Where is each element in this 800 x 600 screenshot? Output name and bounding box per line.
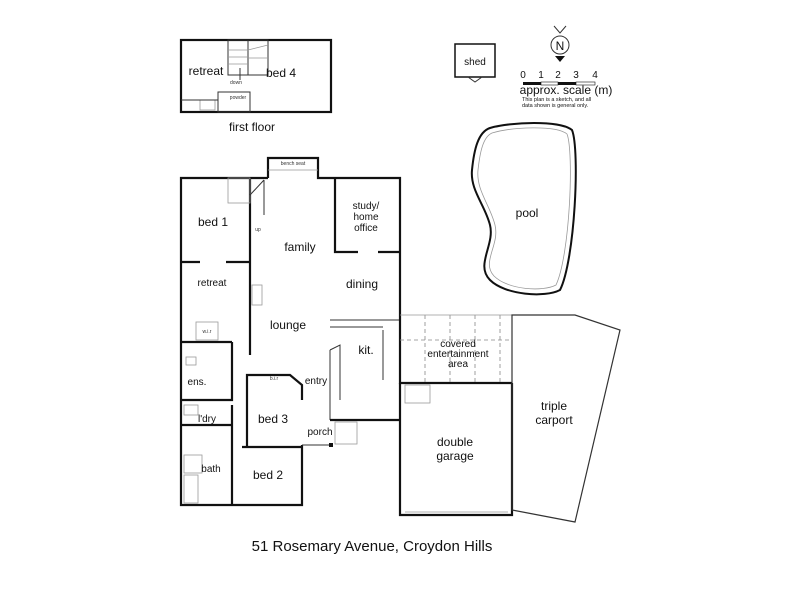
room-label-study-2: home <box>353 212 378 223</box>
room-label-dining: dining <box>346 277 378 291</box>
north-arrow-icon <box>550 35 570 55</box>
property-address: 51 Rosemary Avenue, Croydon Hills <box>252 538 493 555</box>
ground-floor-plan <box>179 156 621 523</box>
shed-label: shed <box>464 57 486 68</box>
room-label-study-1: study/ <box>353 201 380 212</box>
room-label-ensuite: ens. <box>188 377 207 388</box>
room-label-entry: entry <box>305 376 327 387</box>
room-label-porch: porch <box>307 427 332 438</box>
shed: shed <box>454 43 496 83</box>
scale-label: approx. scale (m) <box>520 83 613 97</box>
room-label-laundry: l'dry <box>198 414 216 425</box>
room-label-lounge: lounge <box>270 318 306 332</box>
label-bir: b.i.r <box>270 376 279 382</box>
room-label-garage-1: double <box>437 435 473 449</box>
room-label-covered-1: covered <box>440 339 476 350</box>
scale-tick: 2 <box>555 70 561 81</box>
room-label-family: family <box>284 240 315 254</box>
first-floor-title: first floor <box>229 120 275 134</box>
disclaimer-line1: This plan is a sketch, and all <box>522 97 591 103</box>
room-label-powder: powder <box>230 95 247 101</box>
scale-tick: 4 <box>592 70 598 81</box>
room-label-retreat: retreat <box>198 278 227 289</box>
room-label-covered-3: area <box>448 359 468 370</box>
room-label-bath: bath <box>201 464 220 475</box>
room-label-study-3: office <box>354 223 378 234</box>
stair-label-up: up <box>255 227 261 233</box>
room-label-garage-2: garage <box>436 449 474 463</box>
stair-label-down: down <box>230 80 242 86</box>
scale-tick: 3 <box>573 70 579 81</box>
room-label-retreat-upstairs: retreat <box>189 64 224 78</box>
scale-tick: 1 <box>538 70 544 81</box>
label-wir: w.i.r <box>203 329 212 335</box>
room-label-carport-2: carport <box>535 413 573 427</box>
pool-label: pool <box>516 206 539 220</box>
room-label-bed3: bed 3 <box>258 412 288 426</box>
first-floor-plan: retreat bed 4 down powder first floor <box>179 38 333 134</box>
north-label: N <box>556 39 565 53</box>
legend: N 0 1 2 3 4 approx. scale (m) This plan … <box>520 25 613 109</box>
pool: pool <box>470 122 577 296</box>
room-label-bed2: bed 2 <box>253 468 283 482</box>
disclaimer-line2: data shown is general only. <box>522 103 589 109</box>
scale-tick: 0 <box>520 70 526 81</box>
label-bench-seat: bench seat <box>281 161 306 167</box>
room-label-bed1: bed 1 <box>198 215 228 229</box>
room-label-bed4: bed 4 <box>266 66 296 80</box>
room-label-carport-1: triple <box>541 399 567 413</box>
room-label-covered-2: entertainment <box>427 349 488 360</box>
room-label-kitchen: kit. <box>358 343 373 357</box>
